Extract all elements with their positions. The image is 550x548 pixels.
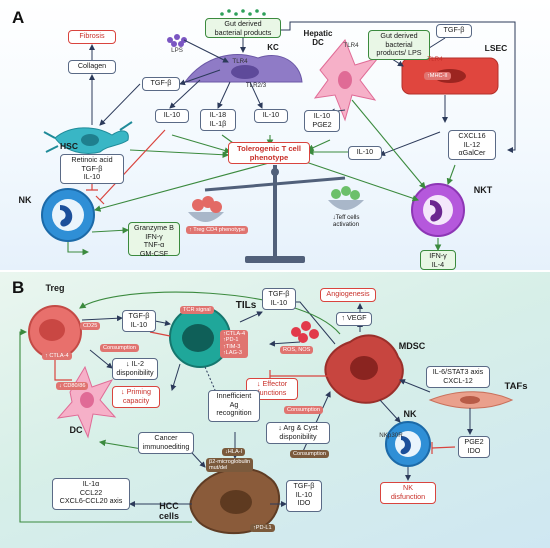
tolerogenic-box: Tolerogenic T cell phenotype	[228, 142, 310, 164]
tlr23-label: TLR2/3	[245, 82, 267, 89]
hla-tag: ↓HLA-I	[222, 448, 246, 456]
tgfb-il10-ido-box: TGF-β IL-10 IDO	[286, 480, 322, 512]
gut-lps-box: Gut derived bacterial products/ LPS	[368, 30, 430, 60]
cd80-tag: ↓ CD80/86	[56, 382, 89, 390]
ros-molecule-icon	[291, 321, 319, 343]
tlr4-kc-label: TLR4	[232, 58, 248, 65]
tlr4-dc-label: TLR4	[343, 42, 359, 49]
checkpoints-tag: ↑CTLA-4 ↑PD-1 ↑TIM-3 ↑LAG-3	[220, 330, 249, 358]
priming-box: ↓ Priming capacity	[112, 386, 160, 408]
tcr-tag: TCR signal	[180, 306, 214, 314]
gut-bacteria-dots-icon	[220, 9, 266, 16]
il10-pge2-box: IL-10 PGE2	[304, 110, 340, 132]
tgfb-il10-2-box: TGF-β IL-10	[262, 288, 296, 310]
panel-b-label: B	[12, 278, 25, 297]
ctla4-treg-tag: ↑ CTLA-4	[42, 352, 72, 360]
consumption-3-tag: Consumption	[290, 450, 329, 458]
lsec-label: LSEC	[484, 43, 508, 53]
pdl1-tag: ↑PD-L1	[250, 524, 275, 532]
cancer-immunoediting-box: Cancer immunoediting	[138, 432, 194, 454]
panel-a: A Gut derived bacterial products LPS KC …	[0, 0, 550, 270]
tils-label: TILs	[235, 300, 257, 311]
mhc2-tag: ↑MHC-II	[424, 72, 451, 80]
ifn-il4-box: IFN-γ IL-4	[420, 250, 456, 270]
dc-label: DC	[69, 425, 83, 435]
arg-box: ↓ Arg & Cyst disponibility	[266, 422, 330, 444]
hsc-factors-box: Retinoic acid TGF-β IL-10	[60, 154, 124, 184]
inefficient-box: Innefficient Ag recognition	[208, 390, 260, 422]
cd25-tag: CD25	[80, 322, 101, 330]
mdsc-cell-icon	[324, 334, 404, 404]
panel-b: B Treg TGF-β IL-10 CD25 ↑ CTLA-4 Consump…	[0, 272, 550, 548]
panel-a-arrows	[89, 21, 516, 190]
panel-a-label: A	[12, 8, 25, 27]
tgfb-right-box: TGF-β	[436, 24, 472, 38]
nk-factors-box: Granzyme B IFN-γ TNF-α GM-CSF	[128, 222, 180, 258]
gut-products-box: Gut derived bacterial products	[205, 18, 281, 38]
teff-label: ↓Teff cells activation	[332, 214, 360, 229]
il10-b-box: IL-10	[254, 109, 288, 123]
il10-a-box: IL-10	[155, 109, 189, 123]
hsc-label: HSC	[60, 141, 78, 151]
treg-cell-icon	[28, 305, 82, 359]
collagen-box: Collagen	[68, 60, 116, 74]
hcc-cell-icon	[189, 467, 281, 535]
il1-box: IL-1α CCL22 CXCL6-CCL20 axis	[52, 478, 130, 510]
nk-label-a: NK	[18, 195, 32, 205]
tgfb-il10-1-box: TGF-β IL-10	[122, 310, 156, 332]
fibrosis-box: Fibrosis	[68, 30, 116, 44]
treg-label: Treg	[45, 283, 65, 293]
il18-box: IL-18 IL-1β	[200, 109, 236, 131]
nkt-label: NKT	[473, 185, 493, 195]
tafs-label: TAFs	[504, 381, 528, 392]
nk-b-label: NK	[403, 409, 417, 419]
dc-cell-icon	[56, 365, 117, 439]
balance-scale-icon	[188, 165, 364, 263]
il2-box: ↓ IL-2 disponibility	[112, 358, 158, 380]
consumption-1-tag: Consumption	[100, 344, 139, 352]
ros-tag: ROS, NOS	[280, 346, 314, 354]
nkt-cell-icon	[411, 183, 465, 237]
cxcl16-box: CXCL16 IL-12 αGalCer	[448, 130, 496, 160]
lps-label: LPS	[171, 47, 183, 54]
tils-cell-icon	[169, 306, 231, 368]
hepatic-dc-cell-icon	[313, 39, 380, 122]
hepatic-dc-label: Hepatic DC	[303, 29, 333, 47]
vegf-box: ↑ VEGF	[336, 312, 372, 326]
hsc-cell-icon	[43, 121, 133, 154]
nk-cell-icon	[41, 188, 95, 242]
nkp30-label: NKp30R	[379, 432, 403, 439]
consumption-2-tag: Consumption	[284, 406, 323, 414]
nk-b-cell-icon	[385, 421, 431, 467]
il6-box: IL-6/STAT3 axis CXCL-12	[426, 366, 490, 388]
b2m-tag: β2-microglobulin mut/del	[206, 458, 254, 473]
kc-label: KC	[267, 43, 279, 52]
panel-b-drawing	[19, 291, 514, 535]
mdsc-label: MDSC	[398, 341, 426, 351]
hcc-label: HCC cells	[158, 501, 180, 521]
lps-molecule-icon	[167, 34, 187, 47]
angiogenesis-box: Angiogenesis	[320, 288, 376, 302]
tgfb-left-box: TGF-β	[142, 77, 180, 91]
tafs-cell-icon	[428, 391, 514, 409]
nk-dysfunction-box: NK disfunction	[380, 482, 436, 504]
il10-c-box: IL-10	[348, 146, 382, 160]
tlr4-lsec-label: TLR4	[427, 56, 443, 63]
pge2-box: PGE2 IDO	[458, 436, 490, 458]
treg-cd4-tag: ↑ Treg CD4 phenotype	[186, 226, 248, 234]
